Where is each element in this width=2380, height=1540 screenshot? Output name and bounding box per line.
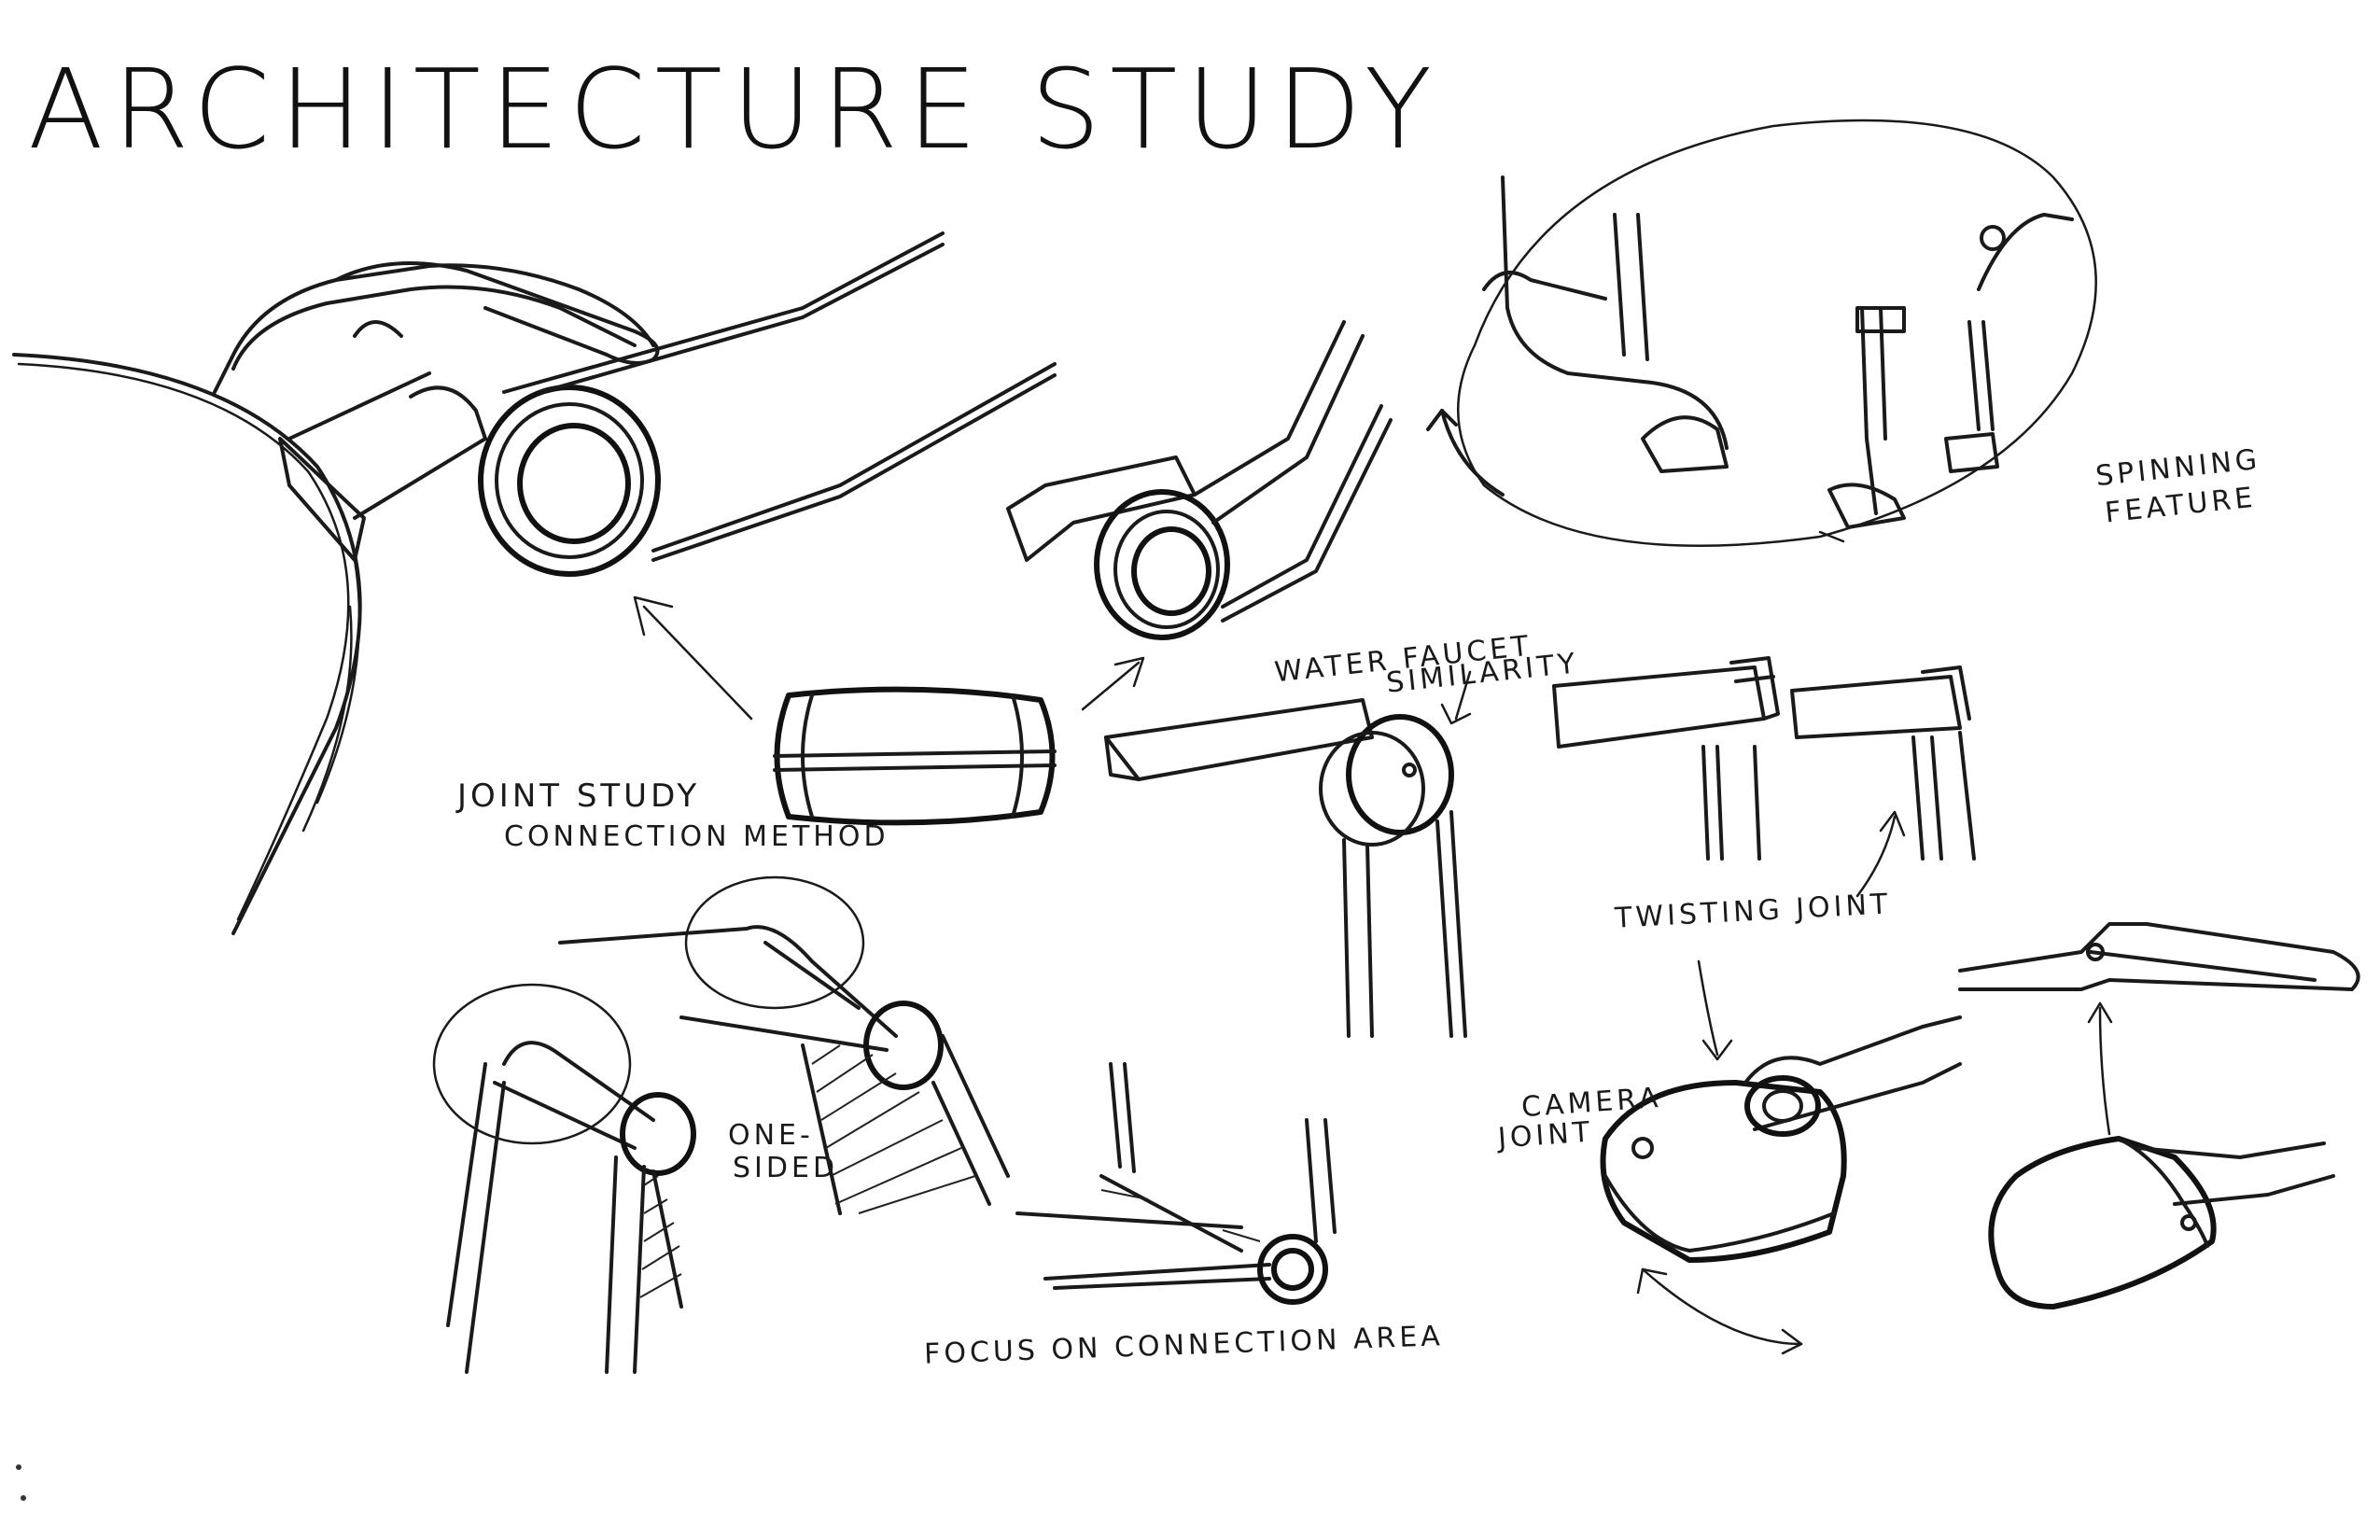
spinning-feature-sketch	[1426, 119, 2097, 547]
label-joint-study: JOINT STUDY	[457, 777, 701, 815]
speck	[21, 1495, 26, 1501]
label-sided: SIDED	[733, 1152, 839, 1184]
twisting-joint-sketch	[1552, 656, 1976, 898]
joint-study-capsule	[633, 595, 1145, 826]
clip-joint-sketch	[1958, 922, 2360, 1309]
one-sided-joint-sketch	[432, 875, 1010, 1374]
one-sided-hatch-2	[811, 1044, 976, 1214]
speck	[16, 1464, 21, 1470]
connection-area-sketch	[1015, 1062, 1337, 1305]
label-joint: JOINT	[1496, 1115, 1595, 1155]
large-joint-sketch	[213, 231, 1057, 577]
medium-joint-sketch	[1006, 320, 1393, 640]
camera-joint-sketch	[1600, 959, 1962, 1355]
label-connection-method: CONNECTION METHOD	[504, 820, 889, 853]
label-one: ONE-	[728, 1119, 814, 1152]
lamp-base-sketch	[12, 353, 362, 935]
water-faucet-sketch	[1104, 670, 1472, 1038]
one-sided-hatch	[639, 1175, 682, 1298]
sheet-title: ARCHITECTURE STUDY	[28, 45, 1442, 174]
